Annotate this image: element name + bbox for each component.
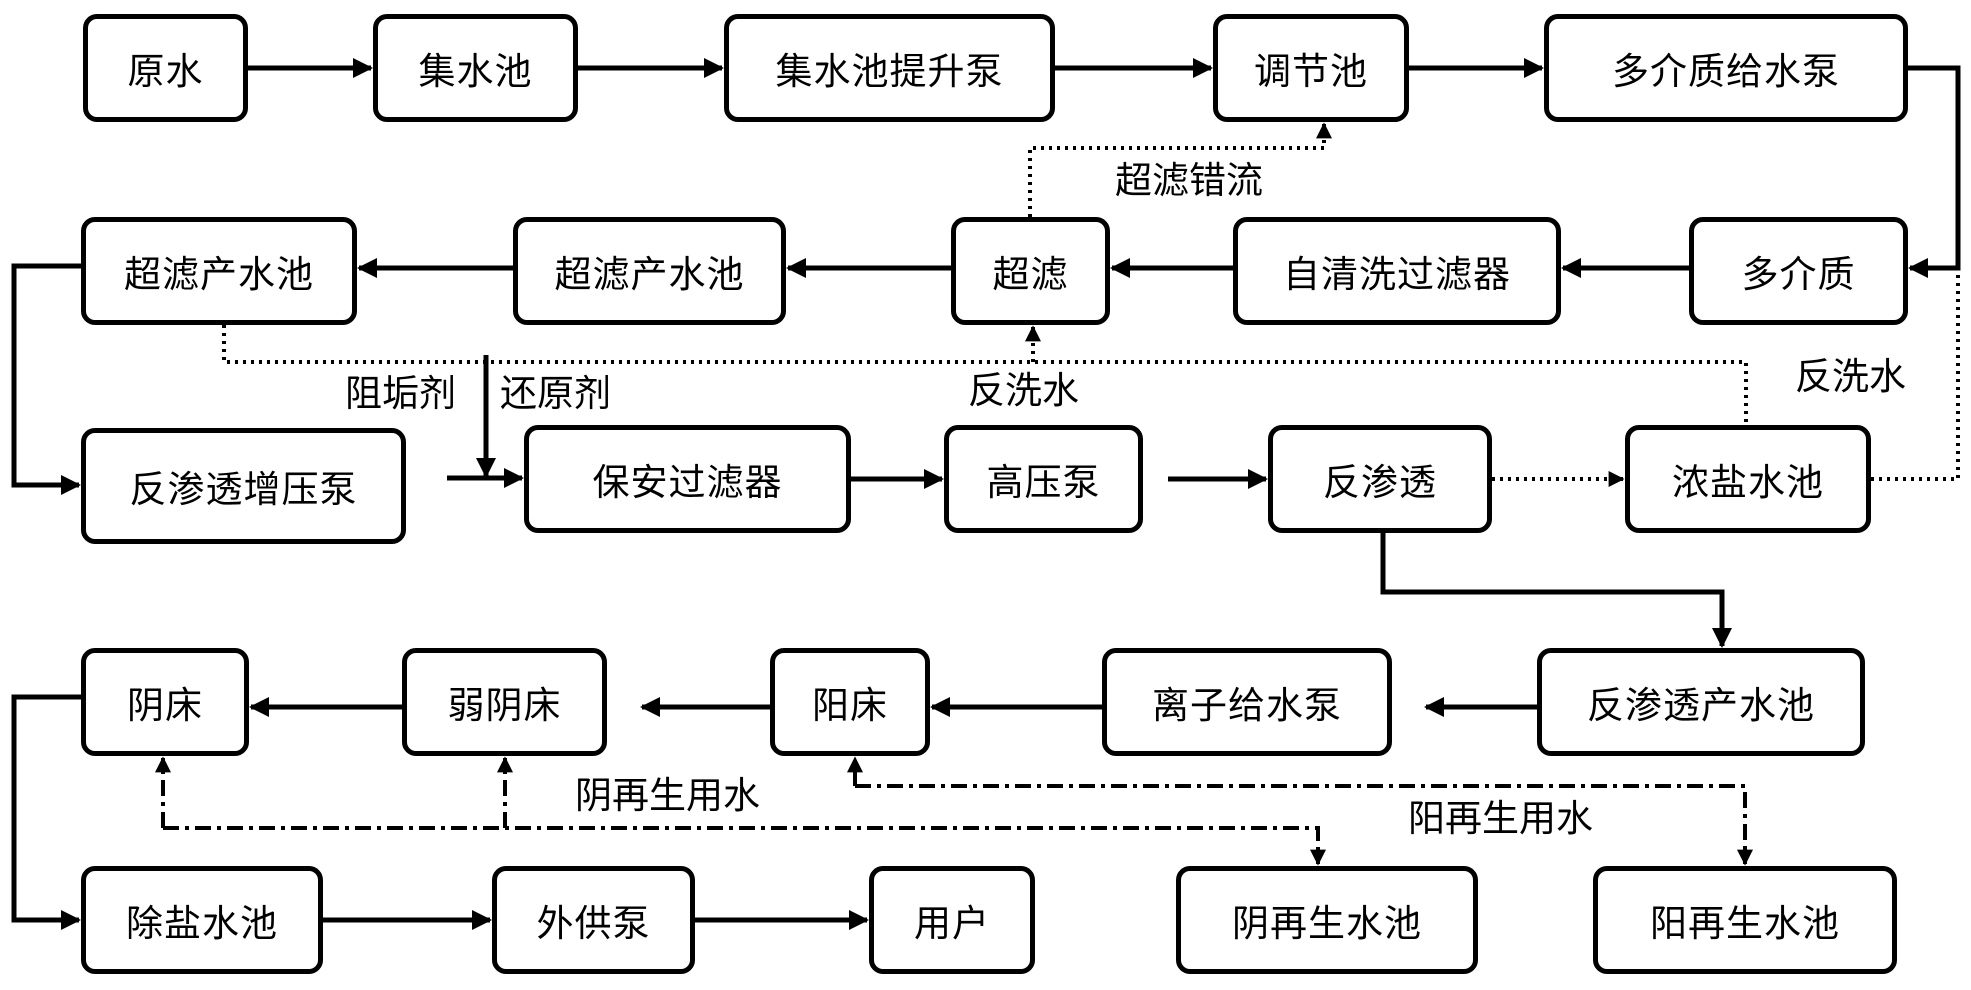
node-ruoyin: 弱阴床 (402, 648, 607, 756)
node-jishuichi: 集水池 (373, 14, 578, 122)
node-fstcsc: 反渗透产水池 (1537, 648, 1865, 756)
label-yang-regen-water: 阳再生用水 (1408, 797, 1593, 840)
label-zugou: 阻垢剂 (345, 372, 456, 415)
arrow-yinchuang-chuyan (11, 694, 81, 930)
arrow-cscsc1-fstzyb (11, 263, 81, 495)
label-cllc: 超滤错流 (1115, 159, 1263, 202)
node-nongyan: 浓盐水池 (1625, 425, 1871, 533)
node-fanshentou: 反渗透 (1268, 425, 1492, 533)
node-zqxglq: 自清洗过滤器 (1233, 217, 1561, 325)
node-yinchuang: 阴床 (81, 648, 249, 756)
node-lizi: 离子给水泵 (1102, 648, 1392, 756)
node-yuanshui: 原水 (83, 14, 248, 122)
node-tishengbeng: 集水池提升泵 (724, 14, 1055, 122)
node-cscsc2: 超滤产水池 (513, 217, 786, 325)
line-yang-regen-dashdot (855, 784, 1753, 866)
label-huanyuan: 还原剂 (500, 372, 611, 415)
node-yonghu: 用户 (869, 866, 1035, 974)
node-baoan: 保安过滤器 (524, 425, 851, 533)
arrow-fanxi-dotted (222, 325, 1748, 425)
node-yinzs: 阴再生水池 (1176, 866, 1478, 974)
node-geishuibeng: 多介质给水泵 (1544, 14, 1908, 122)
label-fanxi-1: 反洗水 (968, 369, 1079, 412)
node-yangzs: 阳再生水池 (1593, 866, 1897, 974)
label-yin-regen-water: 阴再生用水 (575, 774, 760, 817)
node-tiaojiechi: 调节池 (1213, 14, 1409, 122)
node-fstzyb: 反渗透增压泵 (81, 428, 406, 544)
label-fanxi-2: 反洗水 (1795, 355, 1906, 398)
node-gaoyabeng: 高压泵 (944, 425, 1143, 533)
node-chuyan: 除盐水池 (81, 866, 323, 974)
node-cscsc1: 超滤产水池 (81, 217, 357, 325)
node-chaolv: 超滤 (951, 217, 1110, 325)
line-yin-regen-dashdot (163, 826, 1326, 866)
arrow-cllc-dotted (1028, 122, 1332, 217)
arrow-geishuibeng-duojiezhi (1908, 65, 1961, 278)
node-waigong: 外供泵 (492, 866, 695, 974)
arrow-fanshentou-fstcsc (1380, 533, 1732, 648)
node-duojiezhi: 多介质 (1689, 217, 1908, 325)
node-yangchuang: 阳床 (770, 648, 930, 756)
